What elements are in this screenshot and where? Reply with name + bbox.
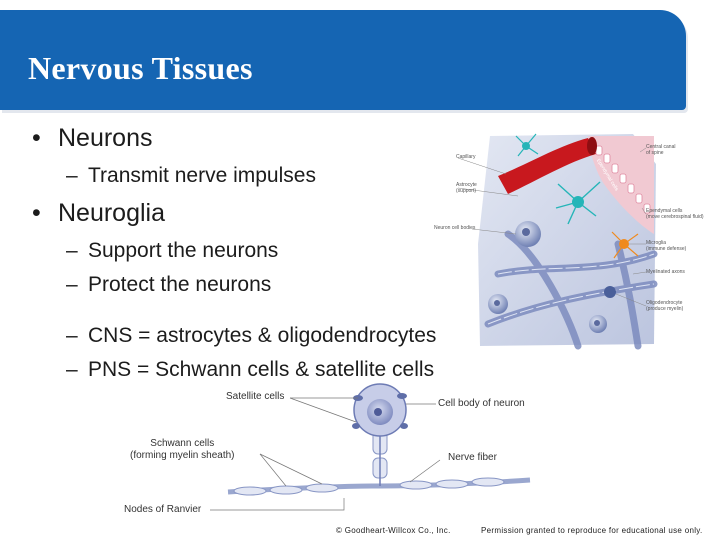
pns-diagram: Satellite cells Cell body of neuron Schw… bbox=[110, 382, 540, 522]
bullet-item: • Neurons bbox=[32, 124, 153, 153]
bullet-text: Protect the neurons bbox=[88, 273, 272, 296]
bullet-marker: • bbox=[32, 199, 41, 227]
label-nerve-fiber: Nerve fiber bbox=[448, 452, 497, 463]
label-myelinated-axons: Myelinated axons bbox=[646, 269, 685, 275]
bullet-marker: • bbox=[32, 124, 41, 152]
title-bar: Nervous Tissues bbox=[0, 10, 686, 110]
label-cell-body: Cell body of neuron bbox=[438, 398, 525, 409]
footer-permission: Permission granted to reproduce for educ… bbox=[481, 526, 703, 535]
bullet-marker: – bbox=[66, 273, 78, 296]
neuron-diagram bbox=[210, 383, 531, 511]
slide-title: Nervous Tissues bbox=[28, 50, 253, 86]
label-astrocyte: Astrocyte (support) bbox=[456, 182, 477, 194]
bullet-text: Neurons bbox=[58, 124, 153, 152]
bullet-marker: – bbox=[66, 358, 78, 381]
bullet-marker: – bbox=[66, 239, 78, 262]
sub-bullet-item: –CNS = astrocytes & oligodendrocytes bbox=[66, 324, 436, 348]
label-ependymal: Ependymal cells (move cerebrospinal flui… bbox=[646, 208, 704, 220]
bullet-text: Transmit nerve impulses bbox=[88, 164, 316, 187]
sub-bullet-item: –Transmit nerve impulses bbox=[66, 164, 316, 188]
neuroglia-illustration bbox=[457, 133, 658, 350]
footer-copyright: © Goodheart-Willcox Co., Inc. bbox=[336, 526, 451, 535]
label-neuron-cell-bodies: Neuron cell bodies bbox=[434, 225, 476, 231]
bullet-text: Neuroglia bbox=[58, 199, 166, 227]
label-central-canal: Central canal of spine bbox=[646, 144, 676, 156]
bullet-text: PNS = Schwann cells & satellite cells bbox=[88, 358, 435, 381]
label-microglia: Microglia (immune defense) bbox=[646, 240, 687, 252]
bullet-marker: – bbox=[66, 164, 78, 187]
label-satellite-cells: Satellite cells bbox=[226, 391, 285, 402]
label-capillary: Capillary bbox=[456, 154, 476, 160]
sub-bullet-item: –PNS = Schwann cells & satellite cells bbox=[66, 358, 434, 382]
bullet-item: • Neuroglia bbox=[32, 199, 165, 228]
label-oligodendrocyte: Oligodendrocyte (produce myelin) bbox=[646, 300, 684, 312]
sub-bullet-item: –Protect the neurons bbox=[66, 273, 271, 297]
bullet-text: Support the neurons bbox=[88, 239, 279, 262]
sub-bullet-item: –Support the neurons bbox=[66, 239, 278, 263]
tissue-illustration: Capillary Astrocyte (support) Neuron cel… bbox=[428, 124, 720, 350]
label-schwann-cells: Schwann cells (forming myelin sheath) bbox=[130, 438, 235, 461]
label-nodes-of-ranvier: Nodes of Ranvier bbox=[124, 504, 202, 515]
bullet-text: CNS = astrocytes & oligodendrocytes bbox=[88, 324, 437, 347]
bullet-marker: – bbox=[66, 324, 78, 347]
